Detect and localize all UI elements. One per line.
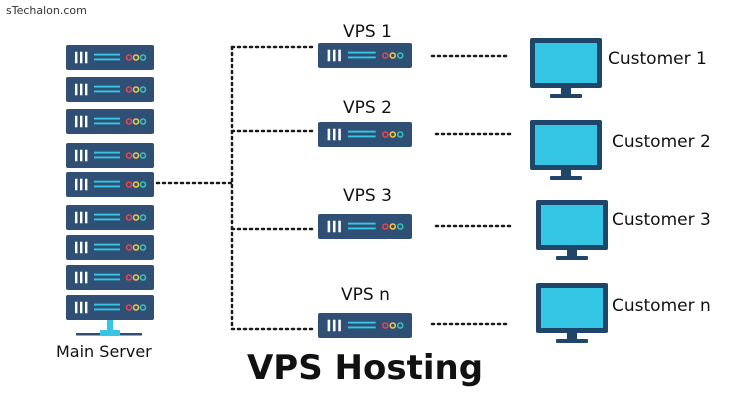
main-server-unit-3-icon (66, 109, 154, 134)
customer-1-label: Customer 1 (608, 49, 707, 69)
vps-3-label: VPS 3 (343, 186, 392, 206)
vps-n-label: VPS n (341, 285, 390, 305)
main-server-unit-5-icon (66, 172, 154, 197)
customer-monitors (530, 38, 608, 343)
vps-3-server-icon (318, 214, 412, 239)
server-base-stand-icon (76, 320, 142, 336)
customer-3-label: Customer 3 (612, 210, 711, 230)
main-server-unit-2-icon (66, 77, 154, 102)
main-server-unit-7-icon (66, 235, 154, 260)
vps-1-server-icon (318, 43, 412, 68)
vps-n-server-icon (318, 313, 412, 338)
main-server-unit-4-icon (66, 143, 154, 168)
vps-units (318, 43, 412, 338)
vps-1-label: VPS 1 (343, 22, 392, 42)
customer-n-monitor-icon (536, 283, 608, 343)
customer-3-monitor-icon (536, 200, 608, 260)
customer-2-monitor-icon (530, 120, 602, 180)
diagram-title: VPS Hosting (246, 348, 484, 388)
vps-to-customer-connectors (430, 54, 513, 326)
watermark-text: sTechalon.com (6, 4, 87, 17)
vps-2-server-icon (318, 122, 412, 147)
main-server-unit-1-icon (66, 45, 154, 70)
main-server-unit-8-icon (66, 265, 154, 290)
vps-2-label: VPS 2 (343, 98, 392, 118)
main-to-vps-connectors (155, 45, 315, 331)
customer-2-label: Customer 2 (612, 132, 711, 152)
main-server-rack (66, 45, 154, 336)
main-server-label: Main Server (56, 342, 152, 361)
customer-n-label: Customer n (612, 296, 711, 316)
main-server-unit-9-icon (66, 295, 154, 320)
customer-1-monitor-icon (530, 38, 602, 98)
main-server-unit-6-icon (66, 205, 154, 230)
